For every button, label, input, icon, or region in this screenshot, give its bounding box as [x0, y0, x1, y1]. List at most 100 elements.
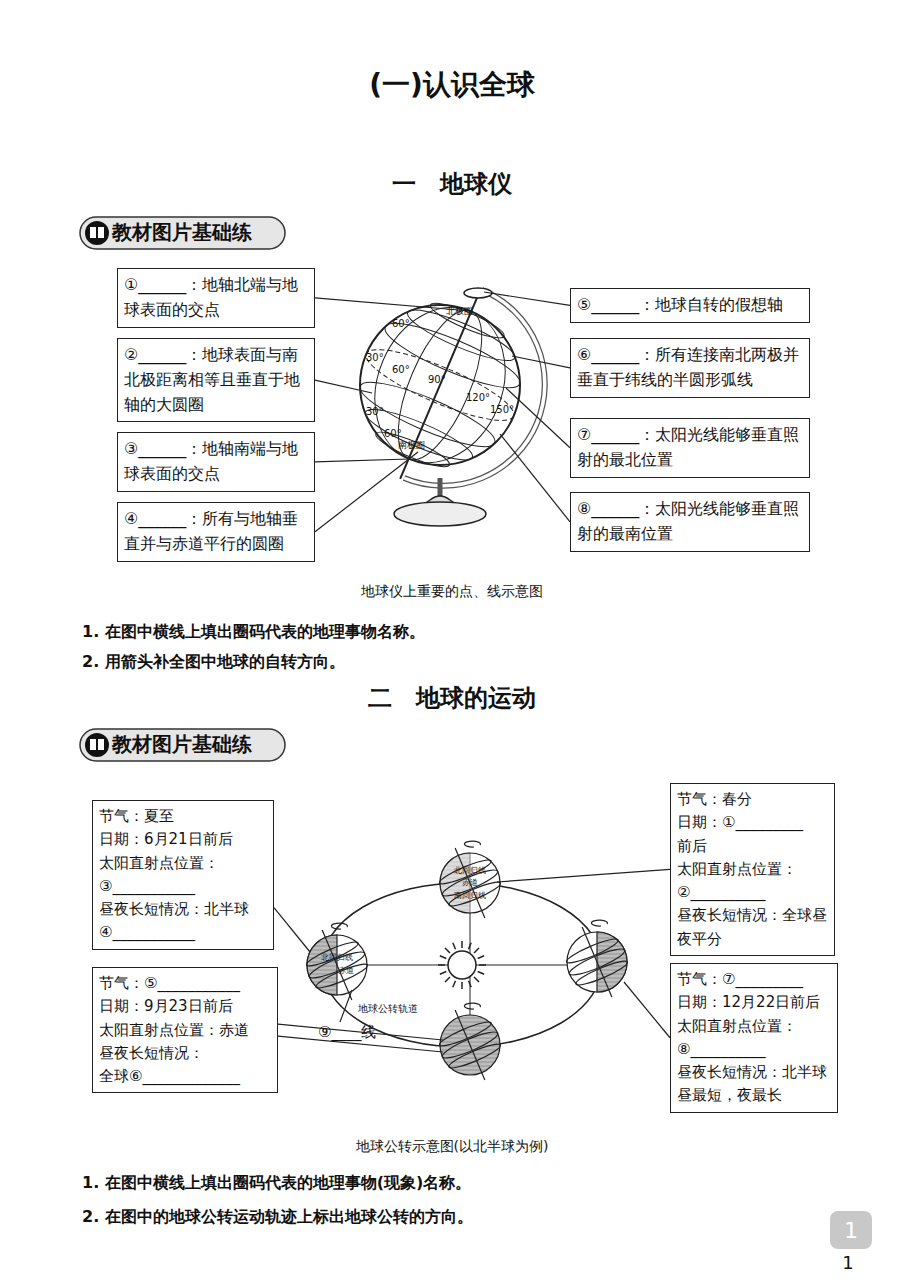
map-label: 南回归线	[454, 891, 486, 901]
page-title: (一)认识全球	[369, 66, 535, 104]
box-text: ⑧______：太阳光线能够垂直照射的最南位置	[577, 497, 803, 547]
leader-line	[484, 292, 570, 305]
leader-line	[512, 356, 570, 368]
sun-ray	[445, 948, 450, 953]
leader-line	[506, 388, 570, 448]
box-text: 太阳直射点位置：	[677, 1015, 831, 1038]
box-text: 昼夜长短情况：北半球昼最短，夜最长	[677, 1061, 831, 1108]
callout-box: ⑤______：地球自转的假想轴	[570, 288, 810, 323]
badge-text: 教材图片基础练	[112, 220, 252, 244]
box-text: ⑧__________	[677, 1038, 831, 1061]
callout-box: ③______：地轴南端与地球表面的交点	[117, 432, 315, 492]
text-label: 1. 在图中横线上填出圈码代表的地理事物(现象)名称。	[82, 1173, 471, 1192]
box-text: 日期：9月23日前后	[99, 995, 271, 1018]
box-text: 节气：⑤___________	[99, 972, 271, 995]
box-text: 节气：春分	[677, 788, 828, 811]
sun-ray	[440, 956, 446, 959]
sun-ray	[461, 941, 463, 948]
sun-ray	[453, 981, 456, 987]
text-label: 一 地球仪	[392, 170, 512, 199]
season-box: 节气：夏至日期：6月21日前后太阳直射点位置：③___________昼夜长短情…	[92, 800, 274, 950]
earth	[295, 836, 640, 1091]
text-label: 1. 在图中横线上填出圈码代表的地理事物名称。	[82, 622, 425, 641]
sun-ray	[438, 964, 445, 966]
map-label: 60°	[384, 428, 402, 440]
box-text: 太阳直射点位置：赤道	[99, 1019, 271, 1042]
map-label: 地球公转轨道	[356, 1003, 420, 1015]
box-text: 昼夜长短情况：北半球	[99, 898, 267, 921]
box-text: 日期：①_________	[677, 811, 828, 834]
box-text: ②______：地球表面与南北极距离相等且垂直于地轴的大圆圈	[124, 343, 308, 417]
map-label: 南极圈	[398, 440, 425, 451]
map-label: 北回归线	[454, 866, 486, 876]
map-label: 150°	[490, 404, 514, 416]
box-text: 日期：12月22日前后	[677, 991, 831, 1014]
sun-ray	[469, 981, 472, 987]
map-label: 北极圈	[446, 306, 473, 317]
box-text: ⑥______：所有连接南北两极并垂直于纬线的半圆形弧线	[577, 343, 803, 393]
sun-ray	[461, 982, 463, 989]
box-text: 昼夜长短情况：全球昼夜平分	[677, 904, 828, 951]
callout-box: ⑧______：太阳光线能够垂直照射的最南位置	[570, 492, 810, 552]
map-label: 90°	[428, 374, 446, 386]
box-text: ②__________	[677, 881, 828, 904]
sun-ray	[479, 964, 486, 966]
season-box: 节气：⑦_________日期：12月22日前后太阳直射点位置：⑧_______…	[670, 963, 838, 1113]
box-text: 太阳直射点位置：	[677, 858, 828, 881]
box-text: 节气：⑦_________	[677, 968, 831, 991]
text-label: 2. 用箭头补全图中地球的自转方向。	[82, 652, 345, 671]
callout-box: ⑦______：太阳光线能够垂直照射的最北位置	[570, 418, 810, 478]
page-number: 1	[842, 1252, 853, 1274]
text-label: ⑨____线	[318, 1023, 376, 1041]
box-text: 日期：6月21日前后	[99, 828, 267, 851]
callout-box: ⑥______：所有连接南北两极并垂直于纬线的半圆形弧线	[570, 338, 810, 398]
book-icon	[85, 221, 109, 757]
leader-line	[315, 380, 372, 393]
text-label: 地球仪上重要的点、线示意图	[361, 583, 543, 600]
page-badge	[830, 1211, 872, 1249]
sun-ray	[440, 972, 446, 975]
leader-line	[497, 869, 670, 882]
text-label: 二 地球的运动	[368, 684, 536, 713]
sun-ray	[445, 977, 450, 982]
sun-ray	[474, 948, 479, 953]
box-text: ⑤______：地球自转的假想轴	[577, 293, 803, 318]
season-box: 节气：⑤___________日期：9月23日前后太阳直射点位置：赤道昼夜长短情…	[92, 967, 278, 1093]
box-text: 昼夜长短情况：	[99, 1042, 271, 1065]
box-text: ④______：所有与地轴垂直并与赤道平行的圆圈	[124, 507, 308, 557]
globe	[327, 260, 554, 526]
sun-ray	[478, 972, 484, 975]
map-label: 120°	[466, 392, 490, 404]
box-text: 前后	[677, 835, 828, 858]
map-label: 赤道	[462, 878, 478, 888]
leader-line	[315, 452, 418, 532]
map-label: 60°	[392, 364, 410, 376]
map-label: 30°	[366, 406, 384, 418]
sun-ray	[474, 977, 479, 982]
leader-line	[315, 459, 409, 462]
box-text: ④___________	[99, 921, 267, 944]
box-text: ⑦______：太阳光线能够垂直照射的最北位置	[577, 423, 803, 473]
callout-box: ②______：地球表面与南北极距离相等且垂直于地轴的大圆圈	[117, 338, 315, 422]
text-label: 2. 在图中的地球公转运动轨迹上标出地球公转的方向。	[82, 1207, 473, 1226]
map-label: 30°	[366, 352, 384, 364]
box-text: ①______：地轴北端与地球表面的交点	[124, 273, 308, 323]
map-label: 北回归线	[321, 953, 353, 963]
map-label: 60°	[392, 318, 410, 330]
text-label: 地球公转示意图(以北半球为例)	[356, 1138, 549, 1155]
badge-text: 教材图片基础练	[112, 732, 252, 756]
leader-line	[274, 908, 310, 952]
sun-ray	[453, 943, 456, 949]
page-number: 1	[844, 1218, 858, 1244]
box-text: 全球⑥_____________	[99, 1065, 271, 1088]
leader-line	[500, 434, 570, 522]
callout-box: ①______：地轴北端与地球表面的交点	[117, 268, 315, 328]
box-text: ③___________	[99, 875, 267, 898]
badge	[80, 217, 285, 249]
callout-box: ④______：所有与地轴垂直并与赤道平行的圆圈	[117, 502, 315, 562]
box-text: 节气：夏至	[99, 805, 267, 828]
box-text: ③______：地轴南端与地球表面的交点	[124, 437, 308, 487]
box-text: 太阳直射点位置：	[99, 852, 267, 875]
sun-ray	[478, 956, 484, 959]
